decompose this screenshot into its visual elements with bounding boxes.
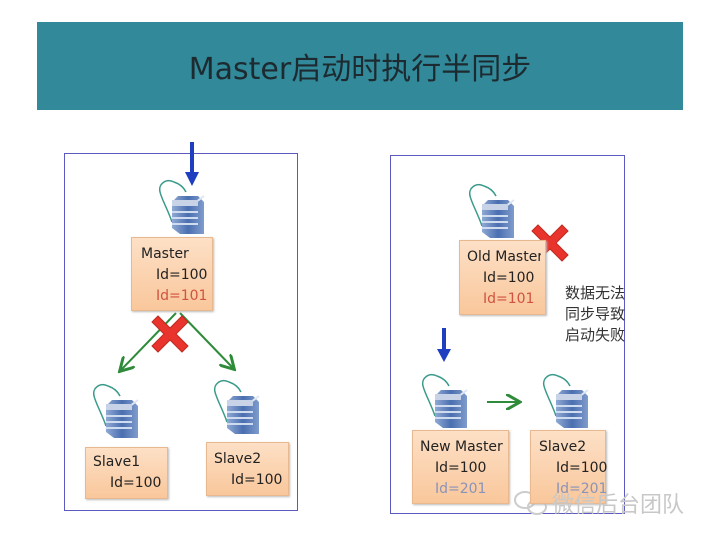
node-id: Id=100 — [110, 475, 162, 491]
master-node: Master Id=100 Id=101 — [131, 237, 213, 311]
title-banner: Master启动时执行半同步 — [37, 22, 683, 110]
slave1-node: Slave1 Id=100 — [85, 447, 168, 499]
node-name: Slave2 — [214, 451, 262, 467]
failure-x-icon — [151, 315, 189, 353]
old-master-server-icon — [468, 183, 515, 239]
slave1-server-icon — [92, 383, 139, 439]
replication-arrow-slave1 — [121, 312, 177, 370]
node-name: Old Master — [467, 249, 541, 265]
node-id: Id=100 — [231, 472, 283, 488]
old-master-node: Old Master Id=100 Id=101 — [459, 240, 546, 315]
failure-note: 数据无法同步导致启动失败 — [565, 284, 626, 344]
new-master-node: New Master Id=100 Id=201 — [412, 430, 509, 504]
node-name: New Master — [420, 439, 503, 455]
slave2-right-node: Slave2 Id=100 Id=201 — [530, 430, 608, 504]
node-id-new: Id=101 — [483, 291, 535, 307]
master-input-arrow — [185, 142, 199, 186]
watermark: 微信后台团队 — [552, 493, 685, 518]
node-name: Master — [141, 246, 189, 262]
node-name: Slave1 — [93, 454, 141, 470]
node-id: Id=100 — [156, 267, 208, 283]
master-server-icon — [158, 179, 205, 235]
node-id-new: Id=201 — [435, 481, 487, 497]
replication-arrow-slave2 — [179, 312, 233, 368]
node-id-new: Id=101 — [156, 288, 208, 304]
node-id: Id=100 — [435, 460, 487, 476]
node-id: Id=100 — [483, 270, 535, 286]
page-title: Master启动时执行半同步 — [188, 52, 532, 87]
node-name: Slave2 — [539, 439, 587, 455]
new-master-input-arrow — [437, 328, 451, 362]
node-id-new: Id=201 — [556, 481, 608, 497]
slave2-right-server-icon — [542, 373, 589, 429]
slave2-node: Slave2 Id=100 — [206, 442, 289, 496]
slave2-server-icon — [213, 379, 260, 435]
node-id: Id=100 — [556, 460, 608, 476]
new-master-server-icon — [421, 373, 468, 429]
